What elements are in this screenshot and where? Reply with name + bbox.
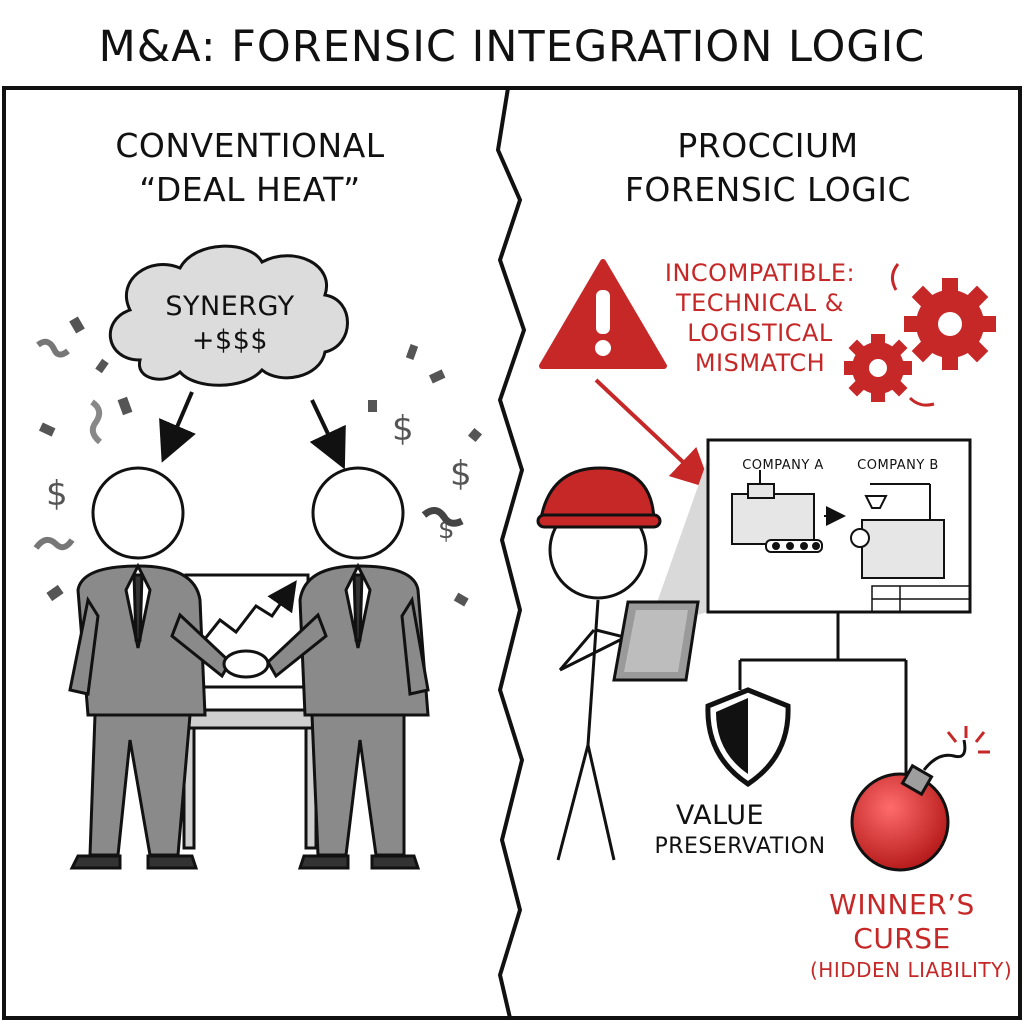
blueprint-board xyxy=(706,438,972,614)
synergy-line1: SYNERGY xyxy=(165,291,295,322)
svg-text:$: $ xyxy=(450,454,472,494)
panel-divider xyxy=(495,87,527,1019)
warning-line: LOGISTICAL xyxy=(687,319,833,347)
bomb-icon xyxy=(850,726,990,872)
preservation-label: PRESERVATION xyxy=(654,834,826,859)
warning-arrow xyxy=(594,378,712,489)
warning-line: INCOMPATIBLE: xyxy=(664,259,856,287)
winners-curse-label: WINNER’S CURSE xyxy=(812,888,992,956)
warning-line: TECHNICAL & xyxy=(675,289,845,317)
right-heading-line1: PROCCIUM xyxy=(677,126,859,165)
warning-triangle-icon xyxy=(539,259,667,369)
businessman-left xyxy=(68,466,232,870)
synergy-line2: +$$$ xyxy=(191,325,269,356)
svg-text:$: $ xyxy=(392,409,414,449)
page-title: M&A: FORENSIC INTEGRATION LOGIC xyxy=(98,22,926,72)
left-heading-line2: “DEAL HEAT” xyxy=(139,170,361,209)
left-panel-heading: CONVENTIONAL “DEAL HEAT” xyxy=(40,124,460,212)
company-a-label: COMPANY A xyxy=(742,458,824,473)
tablet-icon xyxy=(612,600,700,682)
panel-frame xyxy=(2,86,1022,1020)
meeting-table xyxy=(170,708,329,850)
svg-text:$: $ xyxy=(46,474,68,514)
shield-icon xyxy=(705,687,791,788)
projection-beam xyxy=(648,458,708,628)
engineer-figure xyxy=(536,466,662,861)
gears-icon xyxy=(844,278,996,402)
cloud-arrow-right xyxy=(309,399,346,470)
left-heading-line1: CONVENTIONAL xyxy=(115,126,385,165)
curse-line2: CURSE xyxy=(853,922,951,955)
company-b-label: COMPANY B xyxy=(857,458,939,473)
right-heading-line2: FORENSIC LOGIC xyxy=(624,170,912,209)
cloud-arrow-left xyxy=(159,391,196,463)
value-label: VALUE xyxy=(675,800,765,831)
gear-motion-lines xyxy=(891,263,935,407)
handshake xyxy=(222,649,270,679)
warning-line: MISMATCH xyxy=(694,349,826,377)
businessman-right xyxy=(266,466,430,870)
money-confetti: $ $ $ $ xyxy=(33,316,483,607)
synergy-cloud xyxy=(108,244,349,387)
right-panel-heading: PROCCIUM FORENSIC LOGIC xyxy=(548,124,988,212)
warning-label: INCOMPATIBLE: TECHNICAL & LOGISTICAL MIS… xyxy=(640,258,880,378)
hidden-liability-label: (HIDDEN LIABILITY) xyxy=(810,958,1013,982)
outcome-branch xyxy=(738,612,908,780)
synergy-label: SYNERGY +$$$ xyxy=(130,290,330,358)
curse-line1: WINNER’S xyxy=(829,888,975,921)
